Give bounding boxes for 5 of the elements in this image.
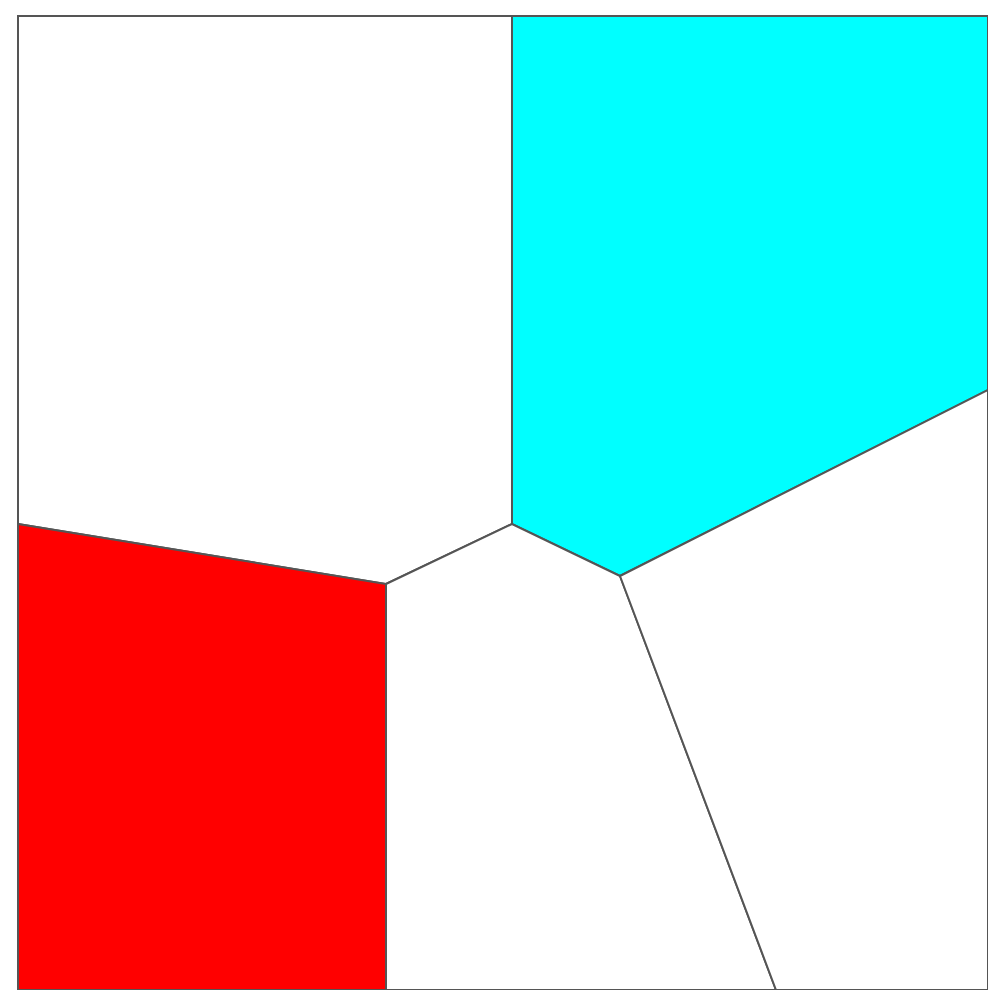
- region-cell: [17, 522, 387, 990]
- region-cell: [618, 388, 988, 990]
- region-cell: [385, 522, 778, 990]
- region-cell: [511, 15, 988, 578]
- region-cell: [17, 15, 513, 586]
